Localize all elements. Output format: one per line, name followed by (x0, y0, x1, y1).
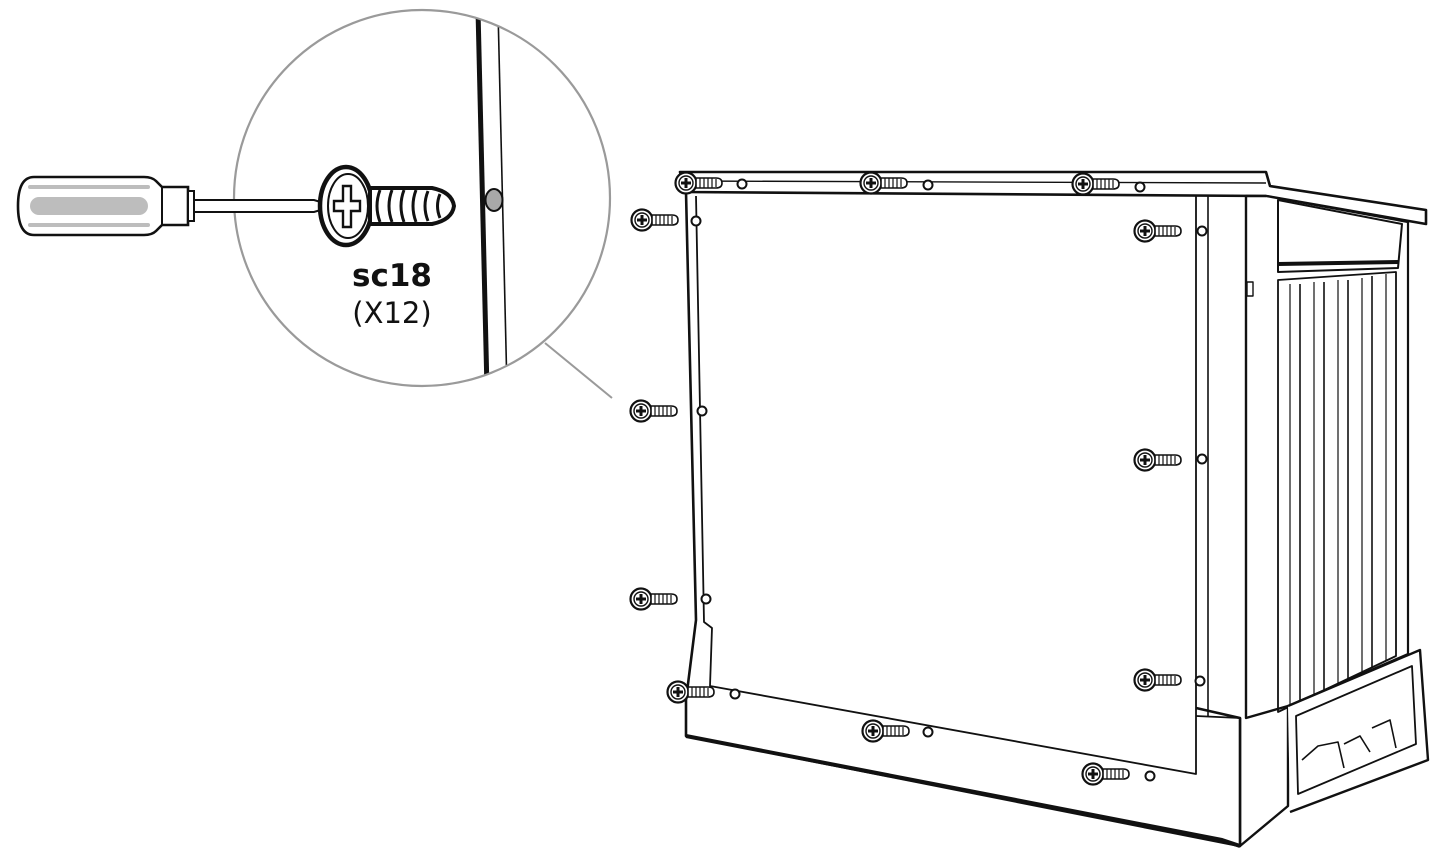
screwdriver-icon (16, 175, 325, 237)
part-code-label: sc18 (352, 258, 432, 294)
cabinet (678, 170, 1430, 848)
screw-icon (317, 164, 457, 248)
part-quantity-label: (X12) (352, 296, 431, 330)
screw-hole-icon (484, 188, 504, 212)
